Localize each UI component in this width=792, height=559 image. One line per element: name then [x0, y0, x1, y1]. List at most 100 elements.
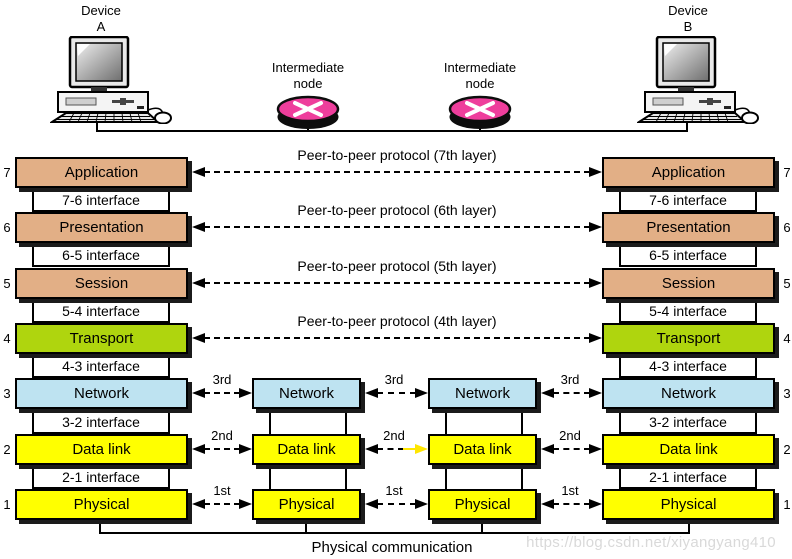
intermediate-node-2-label-line1: Intermediate — [443, 60, 517, 75]
left-interface-3-2: 3-2 interface — [32, 410, 170, 434]
right-interface-6-5: 6-5 interface — [619, 243, 757, 267]
connector-line — [521, 465, 523, 489]
layer-number: 4 — [783, 331, 791, 346]
dashed-line — [377, 392, 416, 394]
connector-line — [269, 465, 271, 489]
mid1-layer-physical: Physical — [252, 489, 361, 520]
hop-label-2nd: 2nd — [559, 428, 581, 443]
right-interface-2-1: 2-1 interface — [619, 465, 757, 489]
computer-icon — [637, 36, 759, 124]
layer-number: 3 — [3, 386, 11, 401]
mid1-layer-datalink: Data link — [252, 434, 361, 465]
arrowhead-left — [192, 388, 205, 398]
hop-arrow-1st-a — [192, 499, 252, 509]
layer-number: 2 — [3, 442, 11, 457]
dashed-line — [204, 392, 240, 394]
watermark: https://blog.csdn.net/xiyangyang410 — [526, 534, 776, 551]
device-a-label-line1: Device — [81, 3, 121, 18]
layer-number: 1 — [3, 497, 11, 512]
layer-number: 5 — [783, 276, 791, 291]
hop-arrow-3rd-a — [192, 388, 252, 398]
protocol-label-5th: Peer-to-peer protocol (5th layer) — [297, 258, 497, 274]
hop-arrow-3rd-c — [541, 388, 602, 398]
arrowhead-right — [589, 333, 602, 343]
left-layer-datalink: Data link — [15, 434, 188, 465]
router-icon — [448, 94, 512, 132]
right-interface-5-4: 5-4 interface — [619, 299, 757, 323]
hop-label-2nd: 2nd — [211, 428, 233, 443]
connector-line — [688, 520, 690, 534]
device-b-label-line2: B — [683, 19, 693, 34]
hop-label-3rd: 3rd — [212, 372, 232, 387]
arrowhead-left — [192, 499, 205, 509]
mid2-layer-network: Network — [428, 378, 537, 409]
hop-label-2nd: 2nd — [383, 428, 405, 443]
left-layer-network: Network — [15, 378, 188, 409]
connector-line — [481, 520, 483, 532]
right-layer-session: Session — [602, 268, 775, 299]
device-b-label-line1: Device — [668, 3, 708, 18]
arrowhead-right — [589, 167, 602, 177]
arrowhead-left — [365, 444, 378, 454]
hop-label-1st: 1st — [213, 483, 231, 498]
hop-arrow-1st-b — [365, 499, 428, 509]
layer-number: 7 — [3, 165, 11, 180]
arrowhead-left — [192, 278, 205, 288]
hop-label-1st: 1st — [561, 483, 579, 498]
connector-line — [96, 120, 98, 132]
peer-arrow-6th — [192, 222, 602, 232]
layer-number: 1 — [783, 497, 791, 512]
dashed-line — [204, 171, 590, 173]
left-interface-5-4: 5-4 interface — [32, 299, 170, 323]
left-layer-transport: Transport — [15, 323, 188, 354]
connector-line — [99, 520, 101, 534]
arrowhead-left — [541, 499, 554, 509]
right-interface-3-2: 3-2 interface — [619, 410, 757, 434]
connector-line — [686, 120, 688, 132]
arrowhead-right — [589, 278, 602, 288]
intermediate-node-1-label-line2: node — [293, 76, 323, 91]
dashed-line — [204, 503, 240, 505]
connector-line — [345, 465, 347, 489]
mid2-layer-datalink: Data link — [428, 434, 537, 465]
arrowhead-left — [541, 388, 554, 398]
connector-line — [345, 409, 347, 434]
dashed-line — [553, 503, 590, 505]
intermediate-node-1-label-line1: Intermediate — [271, 60, 345, 75]
dashed-line — [204, 337, 590, 339]
right-interface-4-3: 4-3 interface — [619, 354, 757, 378]
arrowhead-right — [589, 222, 602, 232]
hop-arrow-2nd-b — [365, 444, 428, 454]
physical-communication-label: Physical communication — [311, 539, 473, 556]
arrowhead-left — [192, 222, 205, 232]
connector-line — [269, 409, 271, 434]
hop-label-3rd: 3rd — [384, 372, 404, 387]
dashed-line-yellow — [403, 448, 415, 450]
intermediate-node-2-label-line2: node — [465, 76, 495, 91]
protocol-label-4th: Peer-to-peer protocol (4th layer) — [297, 313, 497, 329]
right-interface-7-6: 7-6 interface — [619, 188, 757, 212]
dashed-line — [553, 392, 590, 394]
peer-arrow-5th — [192, 278, 602, 288]
device-a-label-line2: A — [96, 19, 106, 34]
arrowhead-right — [415, 388, 428, 398]
dashed-line — [204, 448, 240, 450]
layer-number: 6 — [3, 220, 11, 235]
dashed-line — [377, 448, 404, 450]
left-layer-physical: Physical — [15, 489, 188, 520]
arrowhead-right — [589, 499, 602, 509]
hop-arrow-1st-c — [541, 499, 602, 509]
peer-arrow-4th — [192, 333, 602, 343]
left-interface-6-5: 6-5 interface — [32, 243, 170, 267]
left-layer-presentation: Presentation — [15, 212, 188, 243]
arrowhead-right — [239, 499, 252, 509]
connector-line — [99, 532, 690, 534]
hop-label-1st: 1st — [385, 483, 403, 498]
connector-line — [445, 465, 447, 489]
arrowhead-right — [239, 388, 252, 398]
right-layer-datalink: Data link — [602, 434, 775, 465]
right-layer-presentation: Presentation — [602, 212, 775, 243]
layer-number: 4 — [3, 331, 11, 346]
layer-number: 5 — [3, 276, 11, 291]
